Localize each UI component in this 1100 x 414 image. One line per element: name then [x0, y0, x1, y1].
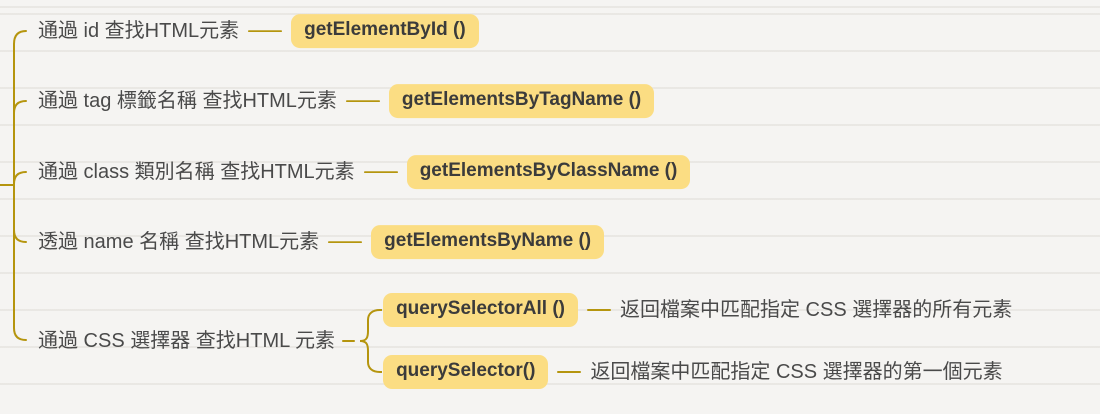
child-note-queryselectorall[interactable]: 返回檔案中匹配指定 CSS 選擇器的所有元素 [620, 299, 1013, 322]
connector-dash [363, 170, 398, 173]
method-node-queryselector[interactable]: querySelector() [383, 355, 549, 389]
method-node-queryselectorall[interactable]: querySelectorAll () [383, 293, 578, 327]
branch-curve-2 [13, 100, 27, 114]
method-node-getelementsbyname[interactable]: getElementsByName () [371, 225, 605, 259]
method-node-getelementbyid[interactable]: getElementById () [291, 14, 479, 48]
connector-dash [342, 340, 356, 342]
branch-label-class[interactable]: 通過 class 類別名稱 查找HTML元素 [38, 160, 355, 183]
child-row-queryselectorall: querySelectorAll () 返回檔案中匹配指定 CSS 選擇器的所有… [383, 293, 1012, 327]
branch-row-class: 通過 class 類別名稱 查找HTML元素 getElementsByClas… [38, 155, 691, 189]
connector-dash [587, 309, 611, 312]
branch-label-name[interactable]: 透過 name 名稱 查找HTML元素 [38, 230, 320, 253]
connector-dash [328, 240, 363, 243]
branch-row-id: 通過 id 查找HTML元素 getElementById () [38, 14, 479, 48]
connector-dash [345, 99, 380, 102]
branch-label-tag[interactable]: 通過 tag 標籤名稱 查找HTML元素 [38, 89, 337, 112]
branch-row-css: 通過 CSS 選擇器 查找HTML 元素 querySelectorAll ()… [38, 293, 1012, 389]
connector-dash [557, 370, 582, 373]
method-node-getelementsbytagname[interactable]: getElementsByTagName () [388, 84, 655, 118]
css-children-group: querySelectorAll () 返回檔案中匹配指定 CSS 選擇器的所有… [383, 293, 1012, 389]
connector-dash [248, 29, 283, 32]
branch-label-css[interactable]: 通過 CSS 選擇器 查找HTML 元素 [38, 330, 336, 352]
branch-label-id[interactable]: 通過 id 查找HTML元素 [38, 19, 240, 42]
child-row-queryselector: querySelector() 返回檔案中匹配指定 CSS 選擇器的第一個元素 [383, 355, 1012, 389]
method-node-getelementsbyclassname[interactable]: getElementsByClassName () [406, 155, 691, 189]
branch-curve-3 [13, 171, 27, 185]
branch-row-tag: 通過 tag 標籤名稱 查找HTML元素 getElementsByTagNam… [38, 84, 655, 118]
branch-curve-4 [13, 229, 27, 243]
child-note-queryselector[interactable]: 返回檔案中匹配指定 CSS 選擇器的第一個元素 [590, 360, 1003, 383]
trunk-line [13, 30, 27, 341]
branch-row-name: 透過 name 名稱 查找HTML元素 getElementsByName () [38, 225, 605, 259]
fork-connector [360, 309, 383, 373]
